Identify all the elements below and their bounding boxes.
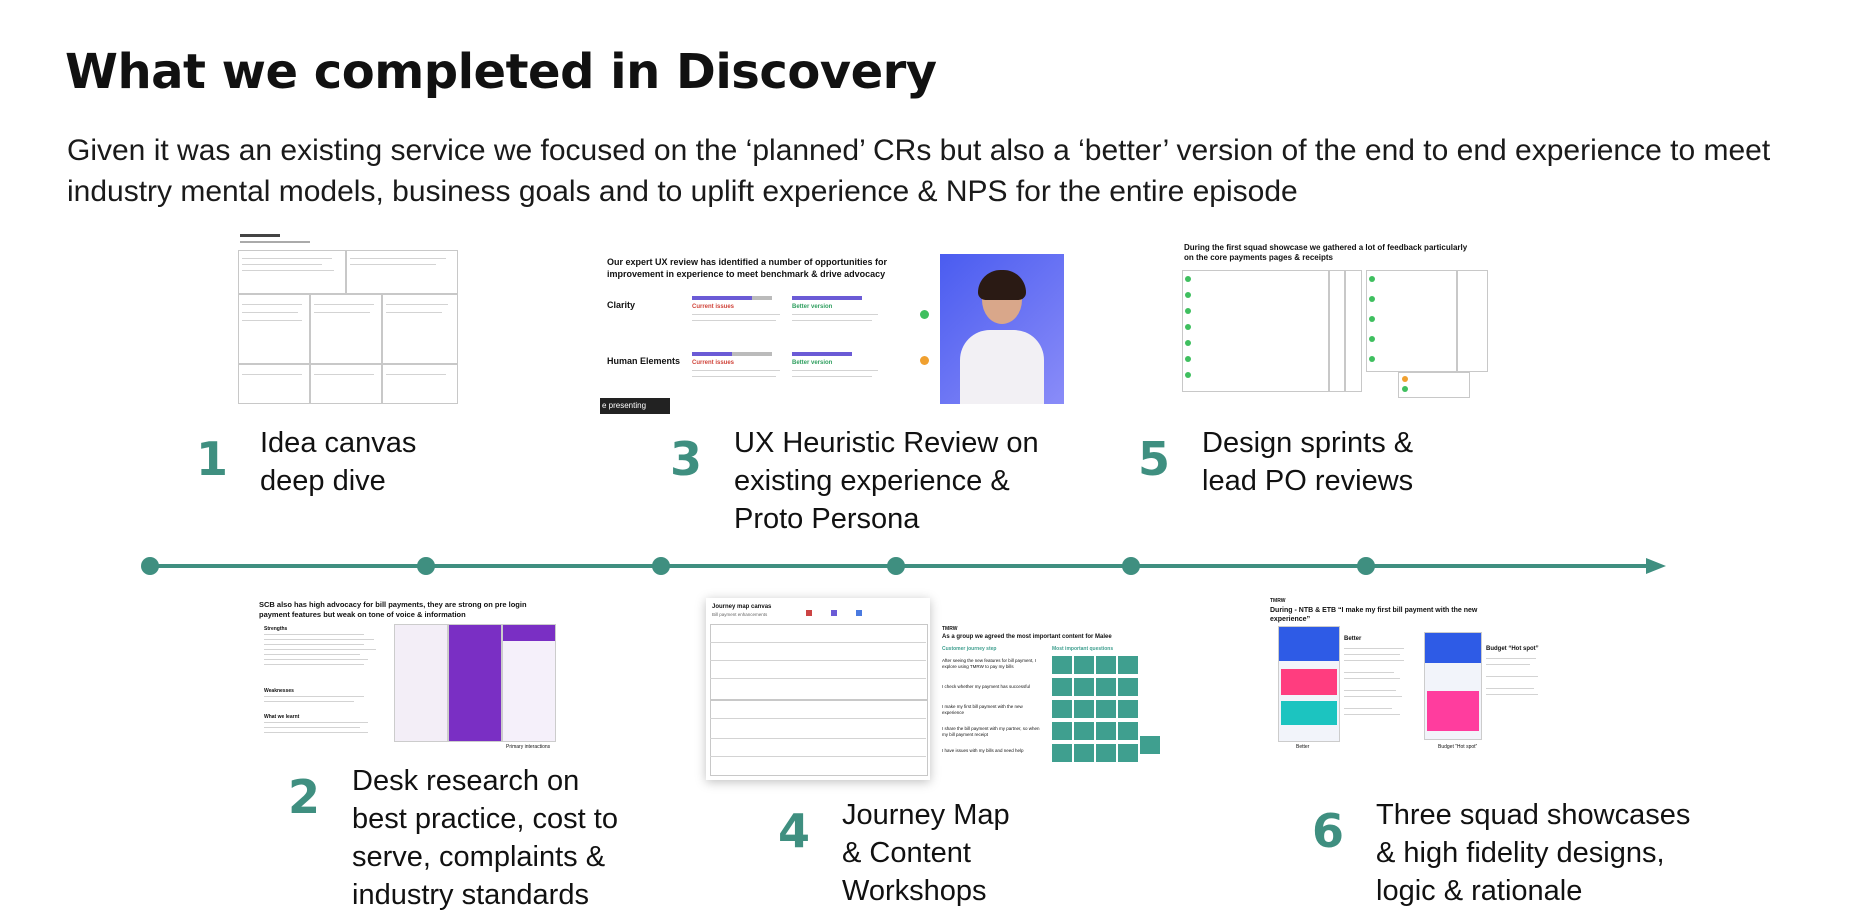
content-workshop-thumbnail: TMRW As a group we agreed the most impor… — [940, 626, 1166, 766]
content-left-header: Customer journey step — [942, 646, 996, 652]
squad-feedback-heading: During the first squad showcase we gathe… — [1184, 243, 1474, 263]
content-line: I check whether my payment has successfu… — [942, 684, 1042, 690]
step-number: 3 — [656, 436, 716, 482]
showcase-phone-budget — [1424, 632, 1482, 740]
step-4: 4 Journey Map & Content Workshops — [764, 796, 1010, 910]
showcase-budget-label: Budget “Hot spot” — [1486, 646, 1539, 652]
timeline-node — [887, 557, 905, 575]
page-title: What we completed in Discovery — [65, 44, 937, 100]
content-line: I make my first bill payment with the ne… — [942, 704, 1042, 716]
journey-map-thumbnail: Journey map canvas Bill payment enhancem… — [706, 598, 930, 780]
step-number: 6 — [1298, 808, 1358, 854]
phone-screen-3 — [502, 624, 556, 742]
content-heading: As a group we agreed the most important … — [942, 634, 1112, 640]
timeline-node — [1357, 557, 1375, 575]
ux-review-row-clarity: Clarity — [607, 300, 635, 310]
showcase-phone-better — [1278, 626, 1340, 742]
persona-photo — [940, 254, 1064, 404]
content-line: I have issues with my bills and need hel… — [942, 748, 1042, 754]
step-label: Idea canvas deep dive — [260, 424, 416, 500]
desk-research-strengths: Strengths — [264, 626, 287, 632]
ux-review-better-2: Better version — [792, 360, 832, 366]
content-tag: TMRW — [942, 626, 957, 632]
desk-research-heading: SCB also has high advocacy for bill paym… — [259, 600, 553, 620]
timeline-node — [417, 557, 435, 575]
desk-research-primary: Primary interactions — [506, 744, 550, 750]
ux-review-heading: Our expert UX review has identified a nu… — [607, 256, 937, 280]
step-label: Desk research on best practice, cost to … — [352, 762, 618, 914]
phone-screen-1 — [394, 624, 448, 742]
desk-research-thumbnail: SCB also has high advocacy for bill paym… — [256, 598, 556, 754]
page-subtitle: Given it was an existing service we focu… — [67, 130, 1867, 212]
presenting-badge: e presenting — [600, 398, 670, 414]
showcase-caption-budget: Budget “Hot spot” — [1438, 744, 1477, 750]
step-5: 5 Design sprints & lead PO reviews — [1124, 424, 1413, 500]
showcase-tag: TMRW — [1270, 598, 1285, 604]
step-1: 1 Idea canvas deep dive — [182, 424, 416, 500]
ux-review-better-1: Better version — [792, 304, 832, 310]
step-number: 2 — [274, 774, 334, 820]
step-2: 2 Desk research on best practice, cost t… — [274, 762, 618, 914]
showcase-thumbnail: TMRW During - NTB & ETB “I make my first… — [1268, 596, 1556, 752]
step-label: Design sprints & lead PO reviews — [1202, 424, 1413, 500]
ux-review-thumbnail: Our expert UX review has identified a nu… — [600, 252, 1066, 414]
squad-feedback-thumbnail: During the first squad showcase we gathe… — [1180, 240, 1490, 400]
timeline-node — [652, 557, 670, 575]
ux-review-current-1: Current issues — [692, 304, 734, 310]
phone-screen-2 — [448, 624, 502, 742]
step-label: Journey Map & Content Workshops — [842, 796, 1010, 910]
ux-review-current-2: Current issues — [692, 360, 734, 366]
step-number: 5 — [1124, 436, 1184, 482]
desk-research-learn: What we learnt — [264, 714, 299, 720]
step-number: 4 — [764, 808, 824, 854]
ux-review-row-human: Human Elements — [607, 356, 680, 366]
journey-map-heading: Journey map canvas — [712, 604, 771, 610]
step-label: Three squad showcases & high fidelity de… — [1376, 796, 1690, 910]
journey-map-sub: Bill payment enhancements — [712, 612, 767, 617]
desk-research-weaknesses: Weaknesses — [264, 688, 294, 694]
step-6: 6 Three squad showcases & high fidelity … — [1298, 796, 1690, 910]
showcase-heading: During - NTB & ETB “I make my first bill… — [1270, 606, 1510, 624]
idea-canvas-thumbnail — [238, 232, 460, 404]
timeline-node — [141, 557, 159, 575]
content-line: After seeing the new features for bill p… — [942, 658, 1042, 670]
showcase-caption-better: Better — [1296, 744, 1309, 750]
step-3: 3 UX Heuristic Review on existing experi… — [656, 424, 1039, 538]
content-right-header: Most important questions — [1052, 646, 1113, 652]
step-number: 1 — [182, 436, 242, 482]
timeline-arrowhead — [1646, 558, 1666, 574]
showcase-better-label: Better — [1344, 636, 1361, 642]
timeline-node — [1122, 557, 1140, 575]
step-label: UX Heuristic Review on existing experien… — [734, 424, 1039, 538]
content-line: I share the bill payment with my partner… — [942, 726, 1042, 738]
